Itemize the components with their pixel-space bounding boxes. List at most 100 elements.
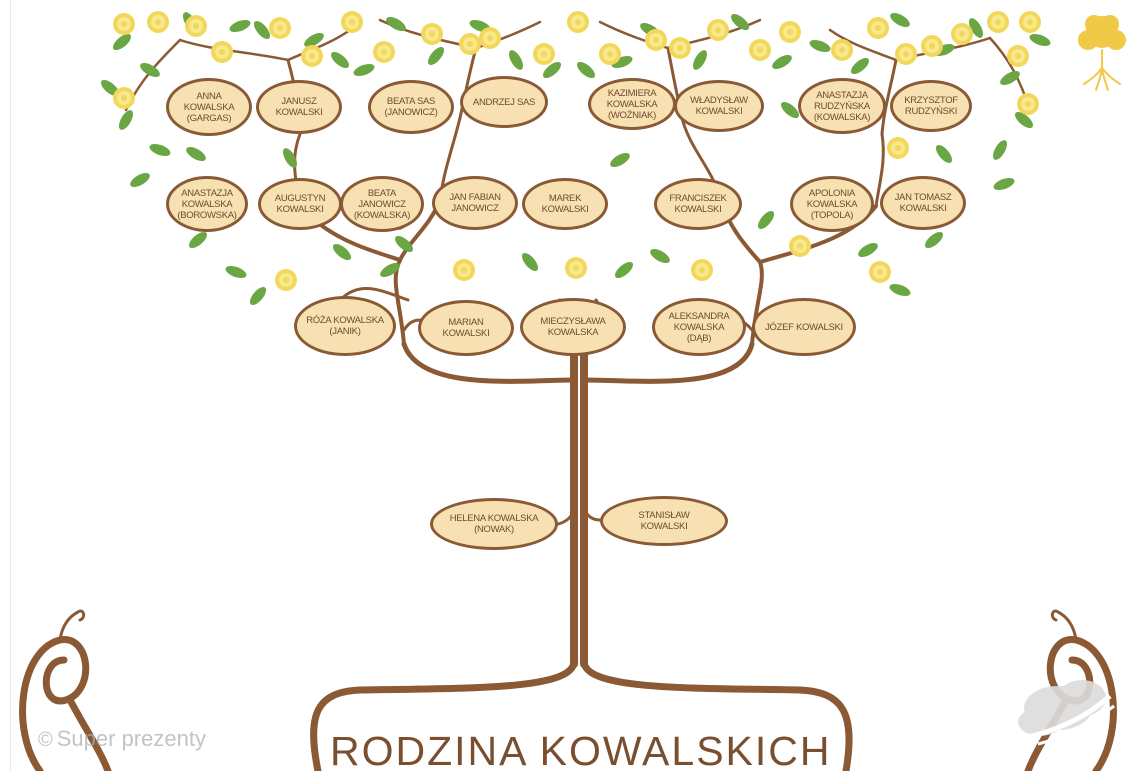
person-apolonia-kowalska: APOLONIA KOWALSKA (TOPOLA) [790, 176, 874, 232]
leaf-icon [858, 243, 878, 257]
leaf-icon [119, 110, 133, 130]
flower-center [1015, 53, 1021, 59]
tree-branch [828, 28, 898, 62]
leaf-icon [130, 173, 150, 187]
person-name: ANASTAZJA KOWALSKA (BOROWSKA) [177, 187, 237, 221]
leaf-icon [1000, 70, 1020, 85]
leaf-icon [380, 263, 400, 277]
person-kazimiera-kowalska: KAZIMIERA KOWALSKA (WOŹNIAK) [588, 78, 676, 130]
ornament-stroke [66, 696, 112, 771]
ornament-stroke [58, 609, 86, 642]
flower-center [875, 25, 881, 31]
flower-icon [1007, 45, 1029, 67]
leaf-icon [935, 144, 953, 164]
person-name: BEATA JANOWICZ (KOWALSKA) [353, 187, 411, 221]
flower-center [121, 95, 127, 101]
flower-center [757, 47, 763, 53]
ornament-stroke [19, 636, 90, 771]
person-name: APOLONIA KOWALSKA (TOPOLA) [806, 187, 858, 221]
person-name: MIECZYSŁAWA KOWALSKA [540, 316, 606, 338]
flower-center [283, 277, 289, 283]
leaf-icon [614, 261, 634, 279]
flower-center [1027, 19, 1033, 25]
flower-icon [479, 27, 501, 49]
leaf-icon [780, 101, 800, 119]
flower-center [193, 23, 199, 29]
person-anna-kowalska: ANNA KOWALSKA (GARGAS) [166, 78, 252, 136]
flower-icon [211, 41, 233, 63]
flower-icon [599, 43, 621, 65]
flower-icon [185, 15, 207, 37]
tree-branch [556, 510, 576, 526]
leaf-icon [542, 61, 562, 79]
person-beata-sas: BEATA SAS (JANOWICZ) [368, 80, 454, 134]
person-wladyslaw-kowalski: WŁADYSŁAW KOWALSKI [674, 80, 764, 132]
leaf-icon [890, 13, 910, 27]
tree-branch [393, 258, 406, 346]
flower-icon [887, 137, 909, 159]
leaf-icon [993, 140, 1007, 160]
family-title: RODZINA KOWALSKICH [330, 728, 832, 771]
person-anastazja-kowalska: ANASTAZJA KOWALSKA (BOROWSKA) [166, 176, 248, 232]
leaf-icon [521, 252, 539, 272]
tree-branch [581, 341, 755, 384]
person-mieczyslawa-kowalska: MIECZYSŁAWA KOWALSKA [520, 298, 626, 356]
person-name: AUGUSTYN KOWALSKI [274, 193, 326, 215]
leaf-icon [186, 147, 206, 161]
flower-icon [453, 259, 475, 281]
flower-icon [269, 17, 291, 39]
leaf-icon [1029, 33, 1051, 47]
flower-icon [789, 235, 811, 257]
flower-icon [831, 39, 853, 61]
flower-icon [373, 41, 395, 63]
person-franciszek-kowalski: FRANCISZEK KOWALSKI [654, 178, 742, 230]
leaf-icon [149, 143, 171, 157]
person-krzysztof-rudzynski: KRZYSZTOF RUDZYŃSKI [890, 80, 972, 132]
person-jan-fabian-janowicz: JAN FABIAN JANOWICZ [432, 176, 518, 230]
flower-center [797, 243, 803, 249]
flower-center [381, 49, 387, 55]
leaf-icon [850, 57, 870, 75]
tree-branch [178, 38, 290, 62]
flower-icon [779, 21, 801, 43]
leaf-icon [730, 13, 750, 31]
flower-center [929, 43, 935, 49]
flower-center [607, 51, 613, 57]
person-name: FRANCISZEK KOWALSKI [669, 193, 727, 215]
tree-branch [580, 658, 853, 771]
person-andrzej-sas: ANDRZEJ SAS [460, 76, 548, 128]
flower-icon [113, 13, 135, 35]
leaf-icon [249, 286, 267, 306]
flower-center [787, 29, 793, 35]
person-name: ANASTAZJA RUDZYŃSKA (KOWALSKA) [813, 89, 871, 123]
tree-branch [880, 58, 898, 136]
watermark-text: ©Super prezenty [38, 726, 206, 752]
leaf-icon [394, 235, 414, 253]
tree-branch [286, 28, 352, 62]
person-roza-kowalska: RÓŻA KOWALSKA (JANIK) [294, 296, 396, 356]
flower-icon [565, 257, 587, 279]
flower-center [839, 47, 845, 53]
flower-icon [867, 17, 889, 39]
flower-center [575, 19, 581, 25]
person-name: ALEKSANDRA KOWALSKA (DĄB) [668, 310, 730, 344]
flower-icon [707, 19, 729, 41]
leaf-icon [757, 210, 775, 230]
flower-icon [749, 39, 771, 61]
leaf-icon [969, 18, 983, 38]
person-stanislaw-kowalski: STANISŁAW KOWALSKI [600, 496, 728, 546]
person-name: WŁADYSŁAW KOWALSKI [690, 95, 748, 117]
leaf-icon [576, 61, 596, 79]
leaf-icon [993, 177, 1015, 191]
flower-icon [147, 11, 169, 33]
person-name: STANISŁAW KOWALSKI [638, 510, 690, 532]
person-name: JAN FABIAN JANOWICZ [449, 192, 501, 214]
flower-icon [567, 11, 589, 33]
copyright-symbol: © [38, 729, 53, 751]
flower-center [959, 31, 965, 37]
flower-center [715, 27, 721, 33]
ornament-swirl-icon [19, 609, 112, 771]
flower-icon [1019, 11, 1041, 33]
person-augustyn-kowalski: AUGUSTYN KOWALSKI [258, 178, 342, 230]
